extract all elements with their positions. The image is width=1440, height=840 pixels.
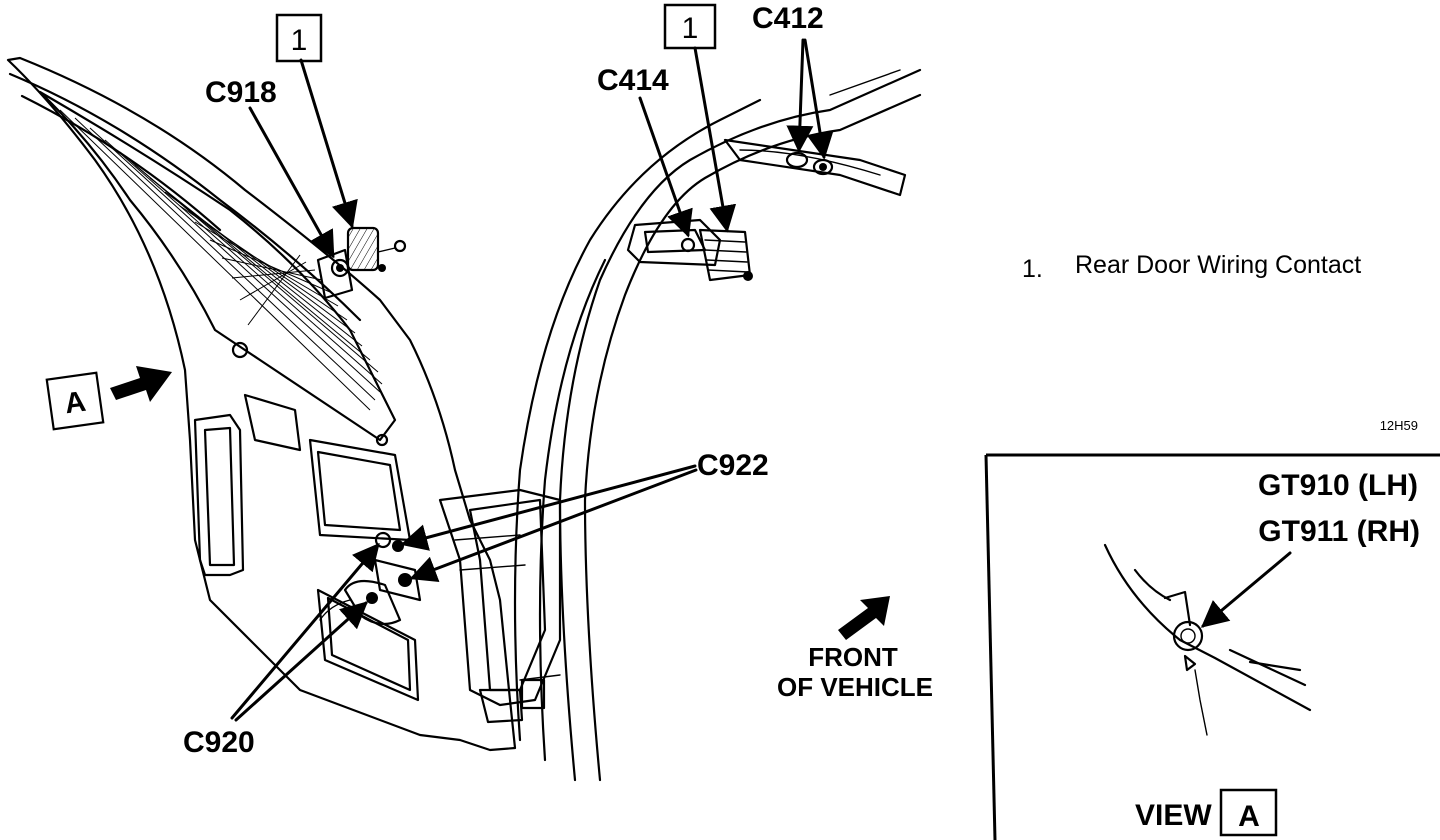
legend-text: Rear Door Wiring Contact [1075, 251, 1361, 279]
svg-text:VIEW: VIEW [1135, 799, 1212, 832]
svg-text:A: A [63, 386, 88, 421]
view-a-inset: GT910 (LH) GT911 (RH) VIEW A [984, 453, 1440, 840]
legend-number: 1. [1022, 255, 1043, 283]
rear-glass-defogger-grid [59, 109, 383, 411]
c414-label: C414 [597, 64, 669, 97]
c412-label: C412 [752, 2, 824, 35]
callout-right-leader [693, 46, 737, 233]
callout-left-leader [299, 58, 358, 229]
view-a-caption: VIEW A [1135, 788, 1278, 837]
svg-text:FRONT: FRONT [808, 642, 898, 672]
c922-c920-connector-drawing [319, 531, 422, 626]
view-a-marker: A [45, 366, 172, 431]
callout-box-right: 1 [663, 3, 717, 50]
c920-label: C920 [183, 726, 255, 759]
svg-text:1: 1 [682, 12, 699, 45]
ground-rh-label: GT911 (RH) [1258, 515, 1420, 548]
c922-leader-1 [400, 464, 697, 551]
view-a-arrow-icon [110, 366, 172, 402]
front-arrow-icon [838, 596, 890, 640]
c920-leader-2 [234, 601, 369, 722]
c414-leader [638, 96, 693, 238]
c918-label: C918 [205, 76, 277, 109]
ground-lh-label: GT910 (LH) [1258, 469, 1418, 502]
c918-connector-drawing [316, 226, 407, 300]
rear-door-drawing [6, 56, 562, 752]
c412-leader-2 [803, 38, 834, 160]
svg-text:OF VEHICLE: OF VEHICLE [777, 672, 933, 702]
svg-text:A: A [1238, 800, 1260, 833]
body-opening-drawing [513, 68, 922, 782]
figure-code: 12H59 [1380, 418, 1418, 433]
c918-leader [248, 106, 335, 259]
c922-leader-2 [409, 468, 698, 582]
ground-leader [1200, 551, 1292, 628]
callout-box-left: 1 [275, 13, 323, 63]
c920-leader-1 [230, 542, 380, 720]
c412-leader-1 [786, 38, 814, 153]
c922-label: C922 [697, 449, 769, 482]
front-of-vehicle-indicator: FRONT OF VEHICLE [777, 596, 933, 702]
svg-text:1: 1 [291, 24, 308, 57]
